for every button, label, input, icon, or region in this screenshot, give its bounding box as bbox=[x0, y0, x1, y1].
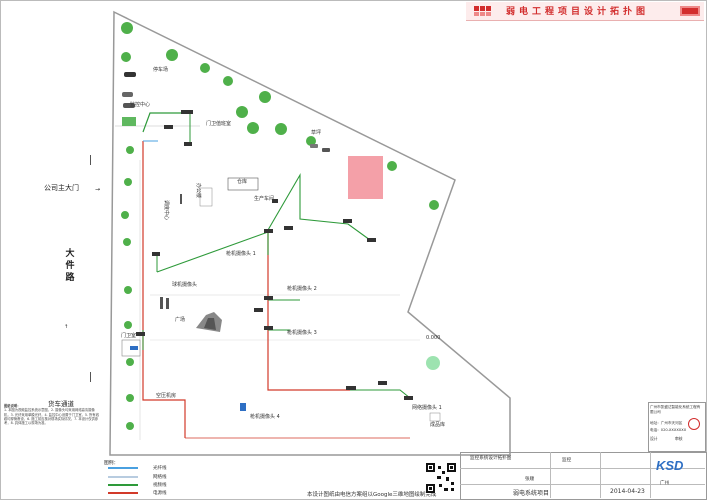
trees bbox=[121, 22, 439, 430]
label-cam-w1: 网络摄像头 1 bbox=[412, 405, 442, 411]
legend-label-2: 网络线 bbox=[153, 475, 167, 480]
legend-label-1: 光纤线 bbox=[153, 466, 167, 471]
legend-row-4: 电源线 bbox=[108, 490, 178, 497]
drawing-no: 监控 bbox=[562, 458, 572, 463]
legend-row-2: 网络线 bbox=[108, 474, 178, 481]
label-cam-3: 枪机摄像头 3 bbox=[287, 330, 317, 336]
main-gate-arrow: → bbox=[95, 186, 101, 193]
person-icon bbox=[160, 297, 163, 309]
cameras bbox=[136, 110, 413, 400]
project-title: 监控系统设计拓扑图 bbox=[470, 456, 512, 461]
ksd-logo: KSD bbox=[656, 458, 684, 473]
label-front: 广场 bbox=[175, 317, 186, 323]
drawing-date: 2014-04-23 bbox=[610, 488, 645, 495]
label-workshop: 生产车间 bbox=[254, 196, 275, 202]
notes-body: 1. 本图为视频监控系统示意图，2. 摄像头均采用网络高清摄像机，3. 光纤采用… bbox=[4, 408, 100, 426]
banner-right-icon bbox=[680, 6, 700, 16]
tb-row-line-1 bbox=[460, 468, 705, 469]
power-line bbox=[142, 141, 186, 438]
designer: 张顺 bbox=[525, 477, 535, 482]
road-tick-bot bbox=[90, 372, 91, 382]
legend-swatch-1 bbox=[108, 467, 138, 469]
label-pool: 0.000 bbox=[426, 335, 441, 341]
label-warehouse2: 成品库 bbox=[430, 422, 446, 428]
label-sidebar: 办公楼 bbox=[195, 183, 201, 199]
pool bbox=[426, 356, 440, 370]
tb-col-line-2 bbox=[600, 452, 601, 498]
label-pole-cam: 球机摄像头 bbox=[172, 282, 198, 288]
banner bbox=[466, 2, 704, 21]
legend-row-1: 光纤线 bbox=[108, 465, 178, 472]
side-company: 广州市凯盛达智能化系统工程有限公司 bbox=[650, 405, 701, 414]
legend-swatch-3 bbox=[108, 484, 138, 486]
truck-lane-label: 货车通道 bbox=[48, 400, 74, 408]
design-notes: 图纸说明： 1. 本图为视频监控系统示意图，2. 摄像头均采用网络高清摄像机，3… bbox=[4, 404, 100, 425]
label-cam-1: 枪机摄像头 1 bbox=[226, 251, 256, 257]
label-top-car: 停车场 bbox=[153, 67, 169, 73]
side-red-mark bbox=[688, 418, 700, 430]
red-building bbox=[348, 156, 383, 199]
side-title-block bbox=[648, 402, 706, 452]
tb-col-line-3 bbox=[650, 452, 651, 498]
label-warehouse: 仓库 bbox=[237, 179, 248, 185]
road-tick-mid: ↑ bbox=[64, 324, 69, 330]
label-guard-box: 门卫室 bbox=[121, 333, 137, 339]
road-name: 大 件 路 bbox=[65, 249, 75, 283]
lot-boundary bbox=[109, 10, 511, 456]
banner-left-icon bbox=[474, 6, 496, 16]
copyright: 本设计图纸由电信方案组以Google三维地图绘制完成 bbox=[307, 492, 437, 498]
side-address: 地址：广州市天河区 bbox=[650, 421, 683, 425]
label-dispatch: 调度中心 bbox=[163, 200, 169, 221]
tb-row-line-2 bbox=[460, 484, 705, 485]
company-short: 广州 bbox=[660, 481, 670, 486]
legend-heading: 图例： bbox=[104, 461, 119, 466]
label-office: 门卫值班室 bbox=[206, 121, 232, 127]
booth-roof bbox=[122, 117, 136, 126]
project-name: 弱电系统项目 bbox=[513, 490, 550, 497]
qr-code bbox=[426, 463, 456, 493]
legend-label-4: 电源线 bbox=[153, 491, 167, 496]
notes-heading: 图纸说明： bbox=[4, 404, 21, 408]
legend-swatch-4 bbox=[108, 492, 138, 494]
side-phone: 电话：020-XXXXXXX bbox=[650, 428, 687, 432]
label-monitor-center: 监控中心 bbox=[130, 102, 151, 108]
label-compressor: 空压机房 bbox=[156, 393, 177, 399]
label-cam-4: 枪机摄像头 4 bbox=[250, 414, 280, 420]
road-tick-top bbox=[90, 155, 91, 165]
legend-row-3: 视频线 bbox=[108, 482, 178, 489]
tb-col-line-1 bbox=[550, 452, 551, 498]
label-cam-2: 枪机摄像头 2 bbox=[287, 286, 317, 292]
legend-label-3: 视频线 bbox=[153, 483, 167, 488]
side-r1: 设计 bbox=[650, 436, 658, 441]
main-gate-label: 公司主大门 bbox=[44, 184, 79, 192]
warehouse-box bbox=[227, 177, 259, 191]
legend-swatch-2 bbox=[108, 476, 138, 478]
cars bbox=[122, 72, 330, 152]
statue bbox=[196, 312, 222, 332]
side-r2: 审核 bbox=[675, 436, 683, 441]
banner-title: 弱电工程项目设计拓扑图 bbox=[506, 7, 650, 17]
label-lawn: 草坪 bbox=[311, 130, 322, 136]
